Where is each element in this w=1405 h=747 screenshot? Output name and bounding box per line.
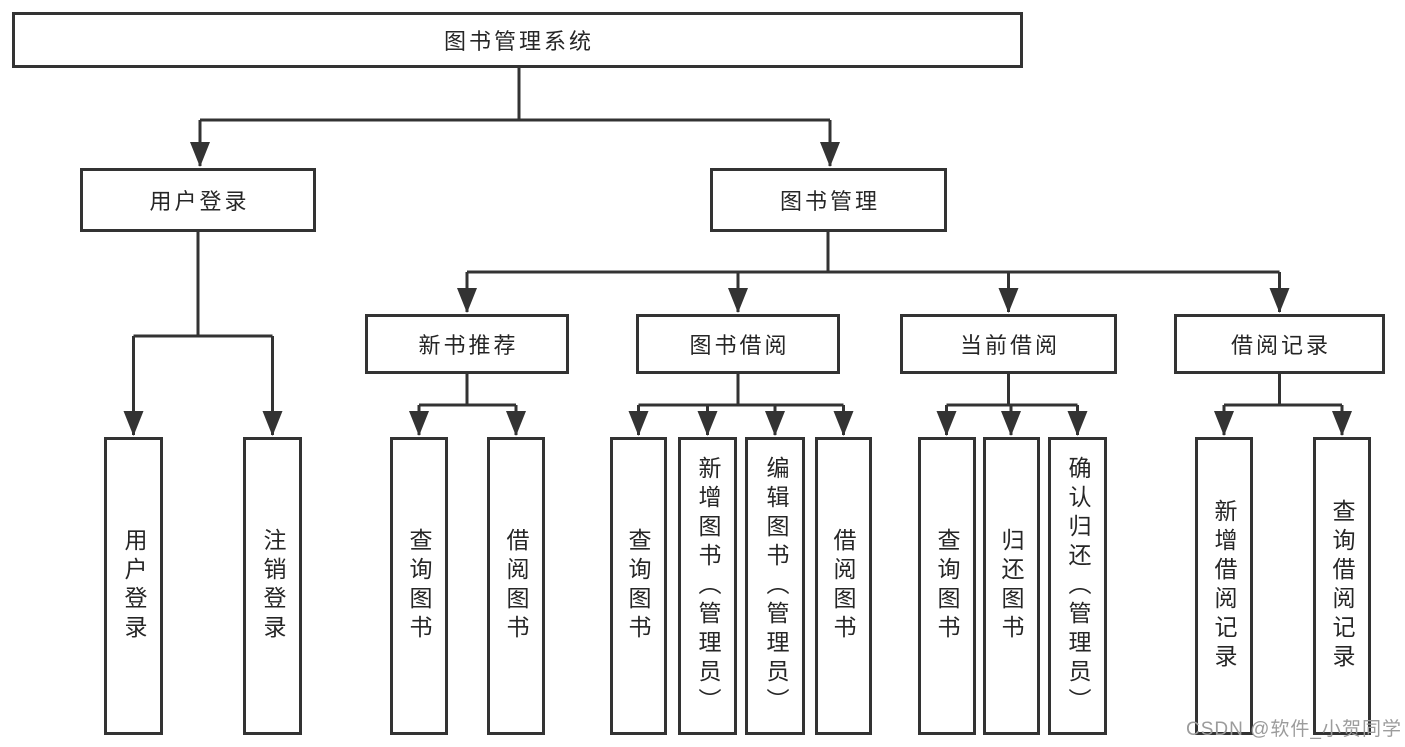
node-borrow-records: 借阅记录 (1174, 314, 1385, 374)
connector-current-borrowing-children (936, 374, 1088, 436)
connector-new-book-children (409, 374, 526, 436)
node-book-borrowing: 图书借阅 (636, 314, 840, 374)
leaf-borrowing-add-books-admin: 新增图书（管理员） (678, 437, 737, 735)
connector-borrow-records-children (1214, 374, 1352, 436)
leaf-records-add-record: 新增借阅记录 (1195, 437, 1253, 735)
leaf-current-confirm-return-admin: 确认归还（管理员） (1048, 437, 1107, 735)
leaf-current-query-books: 查询图书 (918, 437, 976, 735)
leaf-borrowing-borrow-books: 借阅图书 (815, 437, 872, 735)
node-new-book-recommend: 新书推荐 (365, 314, 569, 374)
watermark: CSDN @软件_小贺同学 (1186, 719, 1402, 740)
connector-root-split (190, 68, 840, 167)
leaf-logout: 注销登录 (243, 437, 302, 735)
leaf-newbook-query-books: 查询图书 (390, 437, 448, 735)
leaf-borrowing-edit-books-admin: 编辑图书（管理员） (745, 437, 805, 735)
connector-user-login-children (123, 232, 283, 436)
leaf-newbook-borrow-books: 借阅图书 (487, 437, 545, 735)
node-book-management: 图书管理 (710, 168, 947, 232)
leaf-user-login: 用户登录 (104, 437, 163, 735)
node-current-borrowing: 当前借阅 (900, 314, 1117, 374)
leaf-current-return-books: 归还图书 (983, 437, 1040, 735)
leaf-borrowing-query-books: 查询图书 (610, 437, 667, 735)
node-root: 图书管理系统 (12, 12, 1023, 68)
leaf-records-query-record: 查询借阅记录 (1313, 437, 1371, 735)
connector-book-mgmt-split (457, 232, 1290, 313)
connector-book-borrowing-children (628, 374, 854, 436)
node-user-login: 用户登录 (80, 168, 316, 232)
